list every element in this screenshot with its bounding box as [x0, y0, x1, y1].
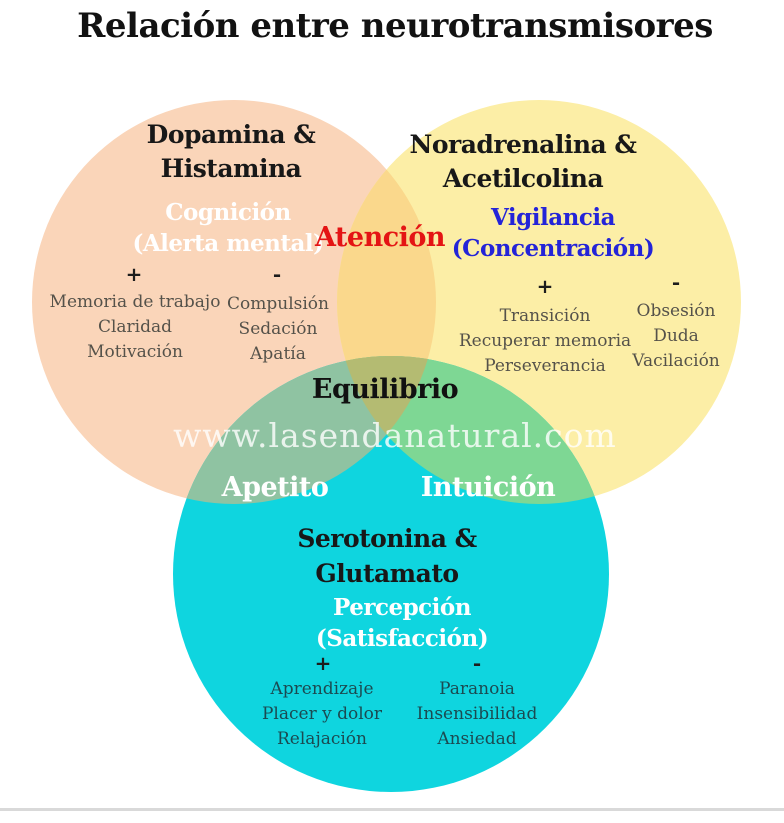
list-item: Placer y dolor	[261, 704, 383, 724]
bottom-divider	[0, 808, 784, 811]
noradrenalina-minus-sign: -	[671, 270, 681, 294]
list-item: Aprendizaje	[270, 679, 374, 699]
dopamina-minus-sign: -	[272, 262, 282, 286]
dopamina-positives-list: Memoria de trabajo Claridad Motivación	[50, 290, 221, 365]
page-title: Relación entre neurotransmisores	[77, 6, 713, 46]
list-item: Recuperar memoria	[458, 331, 632, 351]
list-item: Perseverancia	[484, 356, 606, 376]
watermark-text: www.lasendanatural.com	[173, 416, 617, 455]
dopamina-function-label: Cognición (Alerta mental)	[132, 197, 324, 259]
dopamina-plus-sign: +	[125, 262, 143, 286]
title-line: Glutamato	[315, 559, 459, 588]
list-item: Ansiedad	[437, 729, 517, 749]
serotonina-plus-sign: +	[314, 651, 332, 675]
list-item: Obsesión	[636, 301, 716, 321]
title-line: Dopamina &	[146, 120, 316, 149]
title-line: Noradrenalina &	[409, 130, 637, 159]
list-item: Compulsión	[227, 294, 329, 314]
overlap-intuicion-zone	[337, 356, 609, 504]
atencion-label: Atención	[314, 222, 446, 253]
list-item: Insensibilidad	[416, 704, 538, 724]
noradrenalina-plus-sign: +	[536, 274, 554, 298]
title-line: Serotonina &	[297, 524, 477, 553]
function-line: Cognición	[165, 199, 291, 226]
list-item: Sedación	[238, 319, 318, 339]
list-item: Claridad	[97, 317, 173, 337]
list-item: Transición	[499, 306, 591, 326]
function-line: Vigilancia	[490, 204, 616, 231]
noradrenalina-positives-list: Transición Recuperar memoria Perseveranc…	[459, 304, 631, 379]
list-item: Relajación	[277, 729, 367, 749]
list-item: Apatía	[250, 344, 306, 364]
list-item: Duda	[653, 326, 699, 346]
overlap-apetito-zone	[173, 356, 436, 504]
title-line: Histamina	[160, 154, 302, 183]
list-item: Paranoia	[439, 679, 515, 699]
noradrenalina-function-label: Vigilancia (Concentración)	[451, 202, 655, 264]
noradrenalina-negatives-list: Obsesión Duda Vacilación	[632, 299, 720, 374]
equilibrio-label: Equilibrio	[311, 374, 459, 405]
function-line: (Satisfacción)	[315, 625, 489, 652]
list-item: Memoria de trabajo	[49, 292, 221, 312]
serotonina-circle-title: Serotonina & Glutamato	[297, 521, 477, 591]
list-item: Vacilación	[632, 351, 720, 371]
noradrenalina-circle-title: Noradrenalina & Acetilcolina	[410, 128, 637, 196]
dopamina-negatives-list: Compulsión Sedación Apatía	[227, 292, 329, 367]
function-line: (Alerta mental)	[132, 230, 324, 257]
intuicion-label: Intuición	[420, 472, 556, 503]
serotonina-negatives-list: Paranoia Insensibilidad Ansiedad	[417, 677, 538, 752]
list-item: Motivación	[87, 342, 183, 362]
title-line: Acetilcolina	[442, 164, 604, 193]
function-line: (Concentración)	[451, 235, 655, 262]
apetito-label: Apetito	[221, 472, 329, 503]
serotonina-positives-list: Aprendizaje Placer y dolor Relajación	[262, 677, 382, 752]
serotonina-function-label: Percepción (Satisfacción)	[315, 592, 489, 654]
function-line: Percepción	[333, 594, 471, 621]
serotonina-minus-sign: -	[472, 651, 482, 675]
dopamina-circle-title: Dopamina & Histamina	[147, 118, 316, 186]
